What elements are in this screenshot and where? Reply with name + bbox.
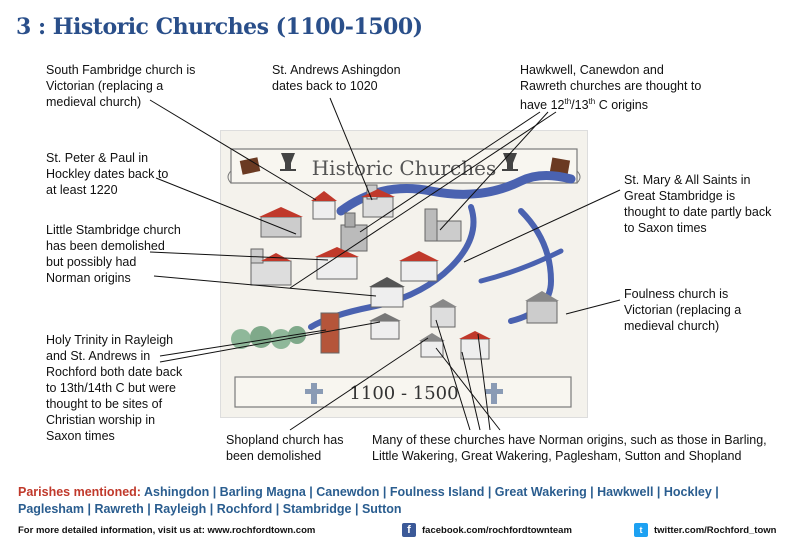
church-rawreth <box>250 248 292 286</box>
note-great-stambridge: St. Mary & All Saints in Great Stambridg… <box>624 173 772 235</box>
twitter-icon: t <box>634 523 648 537</box>
note-hockley: St. Peter & Paul in Hockley dates back t… <box>46 151 169 197</box>
church-rayleigh <box>320 312 340 354</box>
note-hawkwell: Hawkwell, Canewdon and Rawreth churches … <box>520 63 702 113</box>
footer-facebook[interactable]: facebook.com/rochfordtownteam <box>422 525 572 536</box>
note-south-fambridge: South Fambridge church is Victorian (rep… <box>46 63 196 109</box>
church-sutton <box>459 331 491 360</box>
church-barling <box>369 313 401 340</box>
facebook-icon: f <box>402 523 416 537</box>
note-shopland: Shopland church has been demolished <box>226 433 344 463</box>
tree <box>288 326 306 344</box>
footer-website[interactable]: For more detailed information, visit us … <box>18 525 316 536</box>
church-south-fambridge <box>311 191 337 220</box>
tree <box>250 326 272 348</box>
church-rochford <box>369 277 405 308</box>
map-illustration: Historic Churches 1100 - 1500 <box>220 130 588 418</box>
note-norman: Many of these churches have Norman origi… <box>372 433 767 463</box>
church-shopland <box>419 333 445 358</box>
parishes-label: Parishes mentioned: <box>18 485 141 499</box>
tree <box>231 329 251 349</box>
banner-text: Historic Churches <box>312 156 497 180</box>
page-title: 3 : Historic Churches (1100-1500) <box>16 14 423 40</box>
church-hockley <box>259 207 303 238</box>
tree <box>271 329 291 349</box>
note-ashingdon: St. Andrews Ashingdon dates back to 1020 <box>272 63 401 93</box>
church-canewdon <box>424 208 462 242</box>
note-foulness: Foulness church is Victorian (replacing … <box>624 287 742 333</box>
church-hawkwell <box>340 212 368 252</box>
church-foulness <box>525 291 559 324</box>
map-drawing: Historic Churches 1100 - 1500 <box>227 148 581 408</box>
church-great-stambridge <box>399 251 439 282</box>
footer-twitter[interactable]: twitter.com/Rochford_town <box>654 525 777 536</box>
church-paglesham <box>429 299 457 328</box>
dates-text: 1100 - 1500 <box>349 383 458 404</box>
parishes-mentioned: Parishes mentioned: Ashingdon | Barling … <box>18 484 778 518</box>
parishes-list: Ashingdon | Barling Magna | Canewdon | F… <box>18 485 719 516</box>
note-holy-trinity: Holy Trinity in Rayleigh and St. Andrews… <box>46 333 183 443</box>
church-little-stambridge <box>315 247 359 280</box>
note-little-stambridge: Little Stambridge church has been demoli… <box>46 223 181 285</box>
